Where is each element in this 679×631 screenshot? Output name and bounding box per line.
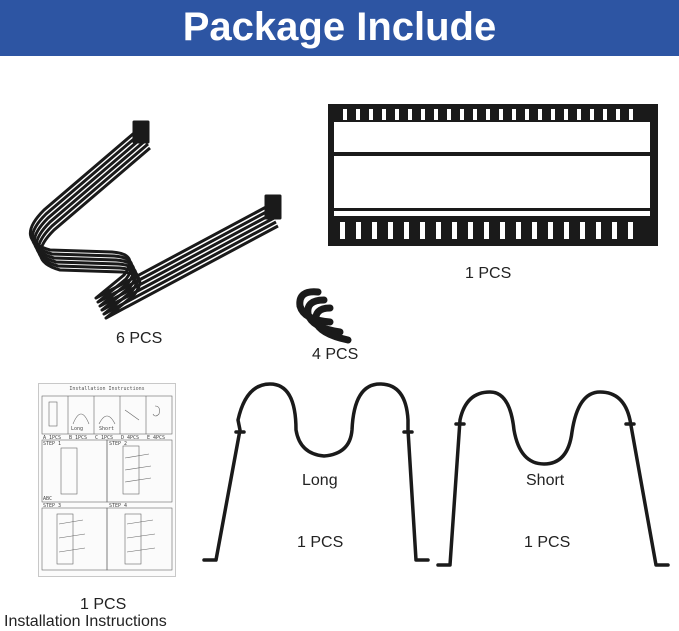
- sheet-step-4: STEP 4: [109, 503, 128, 509]
- long-hanger-name: Long: [302, 472, 338, 489]
- short-hanger-name: Short: [526, 472, 565, 489]
- sheet-drawings: [41, 395, 173, 571]
- header-banner: [0, 0, 679, 56]
- long-hanger-qty: 1 PCS: [297, 534, 344, 551]
- c-clip-icon: [296, 288, 352, 344]
- instructions-name: Installation Instructions: [4, 613, 167, 630]
- sheet-step-3: STEP 3: [43, 503, 62, 509]
- sheet-abc-label: ABC: [43, 496, 53, 502]
- short-hanger-qty: 1 PCS: [524, 534, 571, 551]
- hook-strap-qty: 6 PCS: [116, 330, 163, 347]
- page-title: Package Include: [182, 5, 497, 49]
- sheet-part-a: A 1PCS: [43, 435, 62, 441]
- wavy-hook-strap-icon: [28, 120, 282, 320]
- sheet-part-d: D 4PCS: [121, 435, 140, 441]
- sheet-part-c: C 1PCS: [95, 435, 114, 441]
- tray-qty: 1 PCS: [465, 265, 512, 282]
- sheet-step-2: STEP 2: [109, 441, 128, 447]
- sheet-long-label: Long: [71, 426, 84, 432]
- instruction-sheet-icon: Installation Instructions A 1PCS B 1PCS …: [38, 383, 176, 577]
- sheet-part-b: B 1PCS: [69, 435, 88, 441]
- slotted-tray-icon: [328, 104, 658, 246]
- short-wire-hanger-icon: [436, 390, 670, 567]
- sheet-part-e: E 4PCS: [147, 435, 166, 441]
- sheet-title: Installation Instructions: [69, 386, 145, 392]
- clip-qty: 4 PCS: [312, 346, 359, 363]
- long-wire-hanger-icon: [202, 382, 430, 562]
- instructions-qty: 1 PCS: [80, 596, 127, 613]
- sheet-short-label: Short: [99, 426, 115, 432]
- sheet-step-1: STEP 1: [43, 441, 62, 447]
